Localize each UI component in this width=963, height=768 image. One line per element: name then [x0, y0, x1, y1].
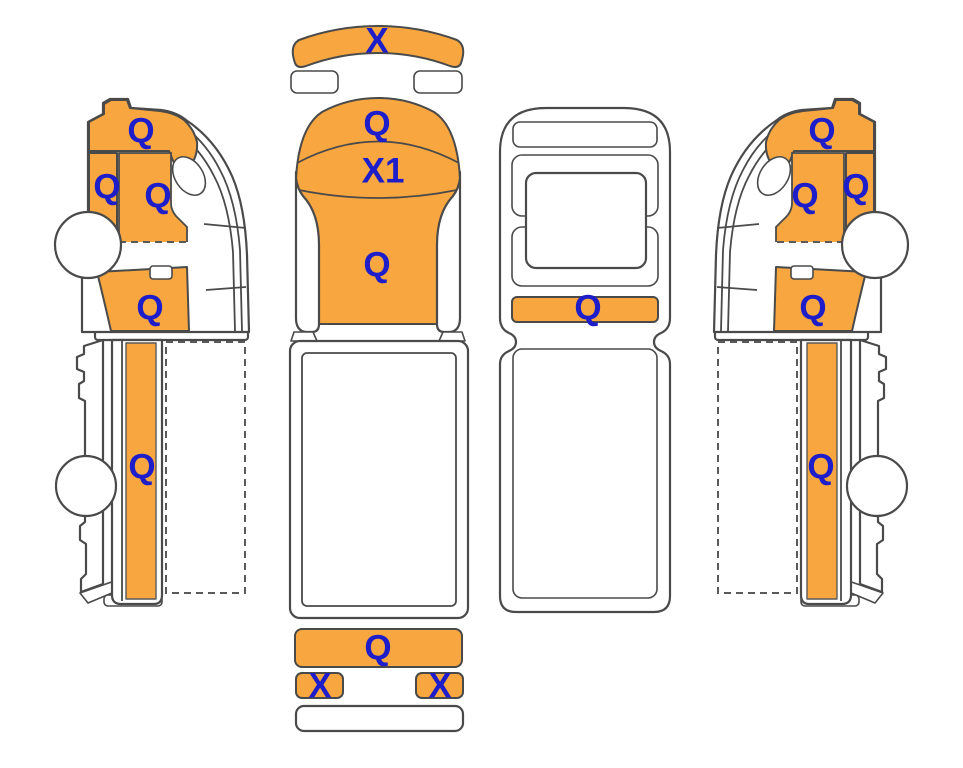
label-right-cargo-side: Q [807, 448, 834, 487]
mirror-right [413, 70, 463, 94]
quarter-window [171, 156, 207, 196]
rear-step[interactable] [294, 704, 465, 733]
rear-view-body [498, 106, 672, 614]
label-rear-bumper: Q [574, 289, 601, 328]
windshield-hood-divider [298, 189, 458, 199]
door-panel[interactable] [119, 153, 187, 242]
rear-wheel [54, 454, 118, 518]
cowl-line-lower [205, 286, 247, 291]
roof-strip [512, 121, 658, 148]
label-top-rear-light-right: X [428, 667, 452, 706]
cargo-side-panel[interactable] [125, 342, 157, 600]
label-top-hood: Q [363, 246, 390, 285]
corner-tab-left [290, 331, 318, 342]
front-bumper-panel[interactable] [291, 25, 465, 68]
label-right-door: Q [791, 177, 818, 216]
cowl-line-upper [203, 223, 247, 229]
door-handle [149, 265, 173, 280]
label-top-rear-light-left: X [308, 667, 332, 706]
side-view-left-body [53, 97, 251, 607]
label-right-lower-door: Q [799, 289, 826, 328]
box-roof[interactable] [288, 339, 470, 620]
label-left-lower-door: Q [136, 289, 163, 328]
rear-light-right-panel[interactable] [415, 672, 464, 699]
rear-bumper-strip-panel[interactable] [511, 296, 659, 323]
label-left-door: Q [144, 177, 171, 216]
roof-windshield-divider [296, 140, 460, 164]
mirror-left [290, 70, 339, 94]
rear-bumper-panel[interactable] [294, 628, 463, 668]
box-roof-inner [301, 352, 457, 607]
lower-door-panel[interactable] [96, 266, 190, 332]
door-panel-outline [118, 152, 188, 242]
cargo-box-dashed-outline[interactable] [165, 341, 246, 594]
windshield-pillar-outer-line [179, 122, 243, 332]
label-left-front-panel: Q [93, 168, 120, 207]
label-left-roof: Q [127, 112, 154, 151]
label-right-front-panel: Q [842, 168, 869, 207]
rear-lower-inner [512, 348, 658, 599]
label-top-front-bumper: X [365, 22, 389, 61]
label-left-cargo-side: Q [128, 448, 155, 487]
rear-window [524, 171, 648, 270]
label-top-windshield: X1 [362, 152, 405, 191]
label-top-rear-bumper: Q [364, 629, 391, 668]
label-right-roof: Q [808, 112, 835, 151]
top-view-body [288, 25, 470, 733]
damage-labels: Q Q Q Q Q X Q X1 Q Q X X Q Q Q Q Q Q [93, 22, 869, 706]
corner-tab-right [438, 331, 466, 342]
side-view-right-body[interactable] [712, 97, 910, 608]
label-top-roof: Q [363, 105, 390, 144]
front-wheel [53, 210, 123, 280]
rear-light-left-panel[interactable] [295, 672, 344, 699]
